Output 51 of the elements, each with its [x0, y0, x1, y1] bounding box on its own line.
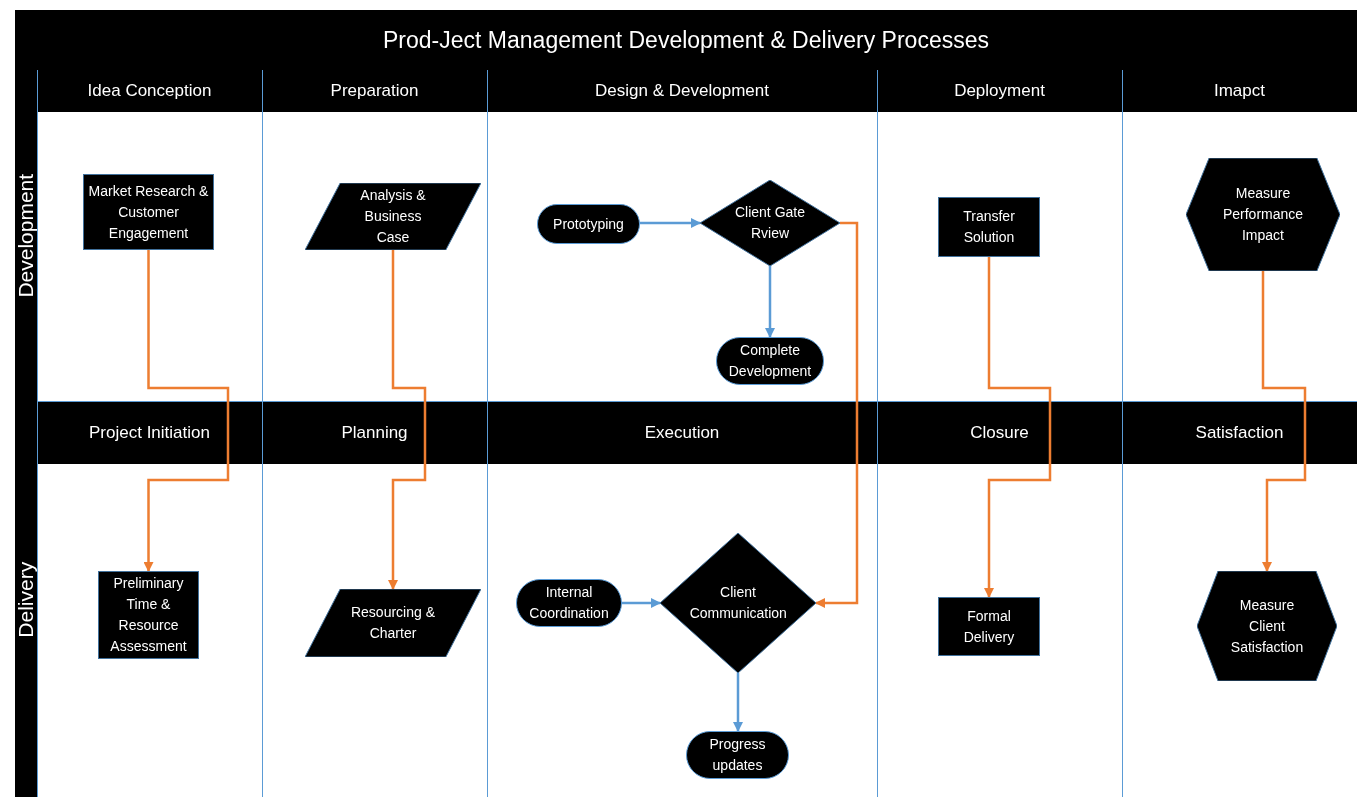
column-header: Imapct: [1214, 78, 1265, 104]
process-box: [83, 174, 214, 250]
hexagon-shape: [1186, 158, 1340, 271]
hexagon-shape: [1197, 571, 1337, 681]
connector-arrow: [388, 250, 427, 590]
column-header: Idea Conception: [87, 78, 212, 104]
data-parallelogram: [305, 183, 481, 250]
node-text: Measure Performance Impact: [1221, 184, 1305, 245]
terminal-pill: [686, 731, 789, 779]
terminal-pill: [537, 204, 640, 244]
node-text: Measure Client Satisfaction: [1229, 595, 1305, 657]
terminal-pill: [716, 337, 824, 385]
column-header: Preparation: [330, 78, 419, 104]
process-box: [938, 197, 1040, 257]
data-parallelogram: [305, 589, 481, 657]
connector-arrow: [815, 221, 859, 608]
column-header: Deployment: [954, 78, 1045, 104]
node-text: Internal Coordination: [528, 583, 610, 623]
node-text: Preliminary Time & Resource Assessment: [109, 574, 188, 656]
connector-arrow: [765, 266, 775, 338]
column-header: Execution: [644, 420, 720, 446]
node-text: Market Research & Customer Engagement: [87, 181, 210, 243]
node-text: Prototyping: [553, 214, 624, 234]
column-header: Closure: [970, 420, 1029, 446]
decision-diamond: [700, 180, 840, 266]
terminal-pill: [516, 579, 622, 627]
node-text: Complete Development: [727, 341, 813, 381]
connector-arrow: [640, 218, 701, 228]
column-header: Project Initiation: [89, 420, 210, 446]
node-text: Analysis & Business Case: [359, 186, 427, 247]
process-box: [938, 597, 1040, 656]
title-banner: Prod-Ject Management Development & Delivery Processes: [15, 10, 1357, 70]
connector-arrow: [1261, 271, 1307, 572]
node-text: Client Gate Rview: [733, 203, 806, 243]
connector-arrow: [622, 598, 661, 608]
connector-arrow: [143, 250, 230, 572]
lane-label: [15, 402, 37, 797]
column-header: Satisfaction: [1195, 420, 1284, 446]
process-box: [98, 571, 199, 659]
node-text: Progress updates: [708, 735, 767, 775]
decision-diamond: [660, 533, 816, 673]
node-text: Formal Delivery: [962, 606, 1016, 647]
column-header: Planning: [341, 420, 408, 446]
connector-arrow: [733, 673, 743, 732]
node-text: Resourcing & Charter: [349, 603, 436, 643]
connector-arrow: [984, 257, 1052, 598]
lane-title: Development: [13, 174, 39, 298]
node-text: Client Communication: [689, 583, 787, 623]
lane-title: Delivery: [13, 561, 39, 638]
column-header: Design & Development: [595, 78, 769, 104]
node-text: Transfer Solution: [962, 207, 1016, 247]
